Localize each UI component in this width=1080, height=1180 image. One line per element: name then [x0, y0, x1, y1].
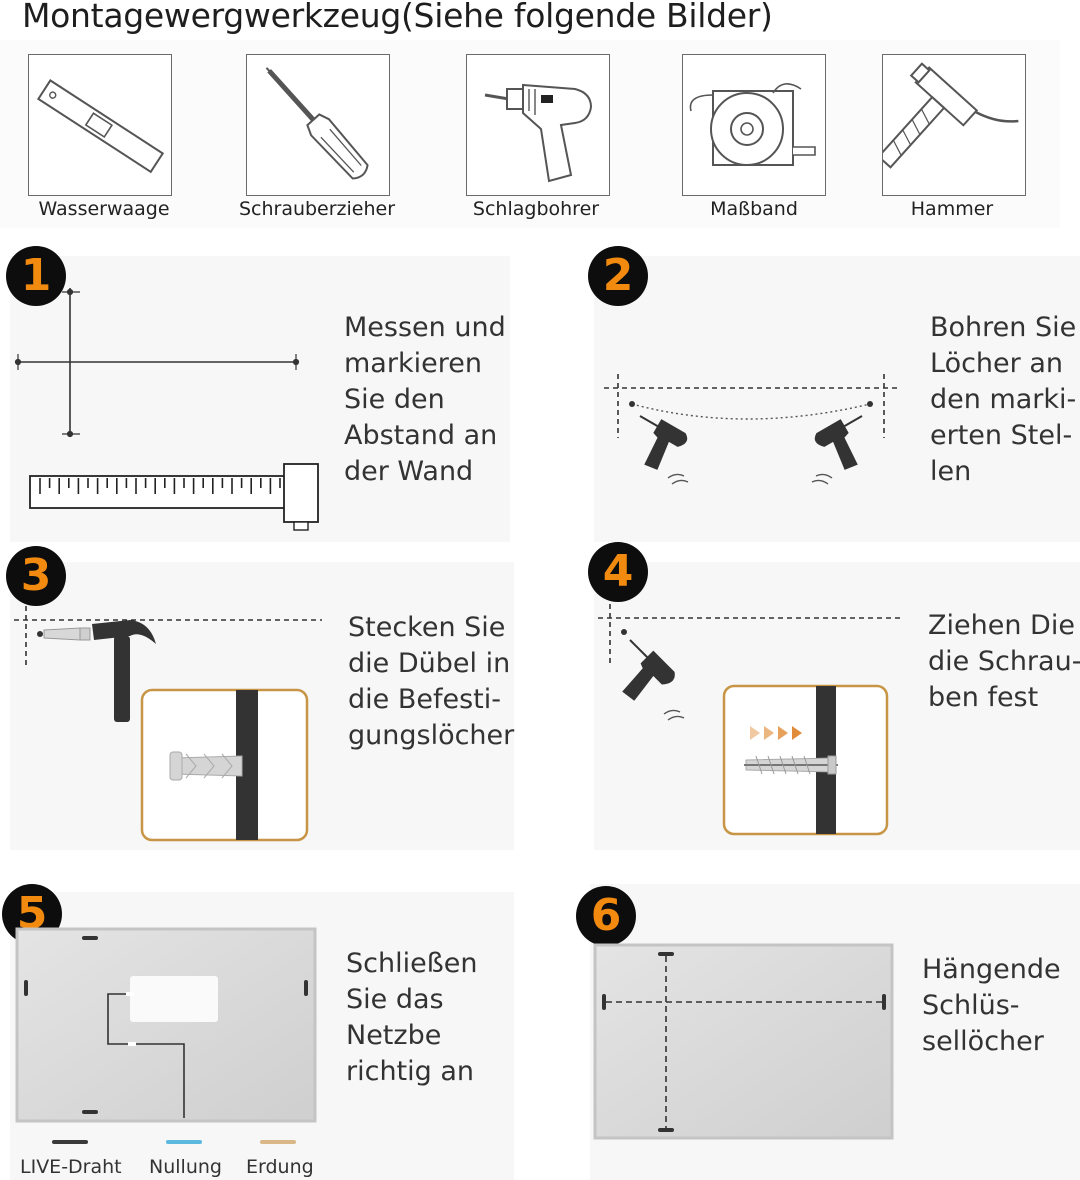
step-3-anchor-illustration — [14, 606, 322, 842]
page-title: Montagewergwerkzeug(Siehe folgende Bilde… — [22, 0, 773, 35]
step-5-line: Schließen — [346, 948, 478, 979]
step-1-measure-illustration — [14, 288, 319, 531]
tool-label-screwdriver: Schrauberzieher — [238, 198, 396, 220]
tool-box-screwdriver — [246, 54, 390, 196]
step-6-line: Schlüs- — [922, 990, 1020, 1021]
step-2-badge: 2 — [588, 246, 648, 306]
step-1-description: Messen und markieren Sie den Abstand an … — [344, 310, 506, 490]
step-3-line: die Dübel in — [348, 648, 511, 679]
screwdriver-icon — [265, 67, 369, 180]
drill-left-icon — [639, 415, 688, 470]
step-1-line: Messen und — [344, 312, 506, 343]
step-4-line: die Schrau- — [928, 646, 1080, 677]
step-2-line: Bohren Sie — [930, 312, 1077, 343]
step-6-badge: 6 — [576, 886, 636, 946]
step-6-line: Hängende — [922, 954, 1061, 985]
step-1-badge: 1 — [6, 246, 66, 306]
step-3-line: gungslöcher — [348, 720, 515, 751]
step-4-description: Ziehen Die die Schrau- ben fest — [928, 608, 1080, 716]
tool-label-spirit-level: Wasserwaage — [38, 198, 170, 220]
step-6-description: Hängende Schlüs- sellöcher — [922, 952, 1061, 1060]
legend-swatch-neutral — [166, 1140, 202, 1144]
step-4-screw-illustration — [598, 604, 900, 836]
step-5-description: Schließen Sie das Netzbe richtig an — [346, 946, 477, 1090]
tape-measure-icon — [689, 83, 816, 166]
junction-box — [130, 976, 218, 1022]
step-2-line: Löcher an — [930, 348, 1063, 379]
wall-plug-icon — [169, 751, 243, 781]
keyhole-icon — [882, 994, 886, 1010]
direction-arrows-icon — [750, 726, 802, 740]
step-4-line: ben fest — [928, 682, 1039, 713]
step-1-line: Sie den — [344, 384, 445, 415]
step-5-line: Netzbe — [346, 1020, 442, 1051]
step-3-badge: 3 — [6, 546, 66, 606]
step-2-line: erten Stel- — [930, 420, 1073, 451]
step-2-panel — [594, 256, 1080, 542]
legend-label-live: LIVE-Draht — [20, 1156, 122, 1178]
mirror-back — [593, 943, 894, 1140]
tool-label-tape-measure: Maßband — [710, 198, 798, 220]
keyhole-icon — [658, 952, 674, 956]
keyhole-icon — [602, 994, 606, 1010]
impact-drill-icon — [484, 83, 593, 183]
spirit-level-icon — [36, 79, 165, 174]
tool-box-hammer — [882, 54, 1026, 196]
mirror-back — [15, 927, 317, 1123]
legend-label-neutral: Nullung — [149, 1156, 222, 1178]
screw-in-plug-icon — [744, 755, 838, 775]
hammer-action-icon — [92, 620, 156, 722]
step-3-line: die Befesti- — [348, 684, 501, 715]
step-5-line: richtig an — [346, 1056, 475, 1087]
tool-label-impact-drill: Schlagbohrer — [472, 198, 600, 220]
step-1-line: markieren — [344, 348, 482, 379]
tool-box-tape-measure — [682, 54, 826, 196]
step-6-line: sellöcher — [922, 1026, 1044, 1057]
tool-box-spirit-level — [28, 54, 172, 196]
small-anchor-icon — [43, 627, 91, 641]
step-4-line: Ziehen Die — [928, 610, 1075, 641]
legend-label-earth: Erdung — [246, 1156, 314, 1178]
step-6-keyhole-illustration — [593, 943, 894, 1140]
step-1-line: der Wand — [344, 456, 474, 487]
step-5-wiring-illustration — [15, 927, 317, 1123]
keyhole-icon — [658, 1128, 674, 1132]
screw-drill-icon — [622, 639, 675, 701]
step-2-line: den marki- — [930, 384, 1077, 415]
drill-right-icon — [814, 415, 863, 470]
legend-swatch-live — [52, 1140, 88, 1144]
step-2-line: len — [930, 456, 972, 487]
step-2-description: Bohren Sie Löcher an den marki- erten St… — [930, 310, 1076, 490]
step-3-description: Stecken Sie die Dübel in die Befesti- gu… — [348, 610, 514, 754]
step-3-line: Stecken Sie — [348, 612, 506, 643]
tool-box-impact-drill — [466, 54, 610, 196]
legend-swatch-earth — [260, 1140, 296, 1144]
step-2-drill-illustration — [604, 374, 898, 485]
step-4-badge: 4 — [588, 542, 648, 602]
hammer-icon — [883, 62, 1019, 169]
step-1-line: Abstand an — [344, 420, 498, 451]
step-5-line: Sie das — [346, 984, 444, 1015]
tool-label-hammer: Hammer — [910, 198, 994, 220]
